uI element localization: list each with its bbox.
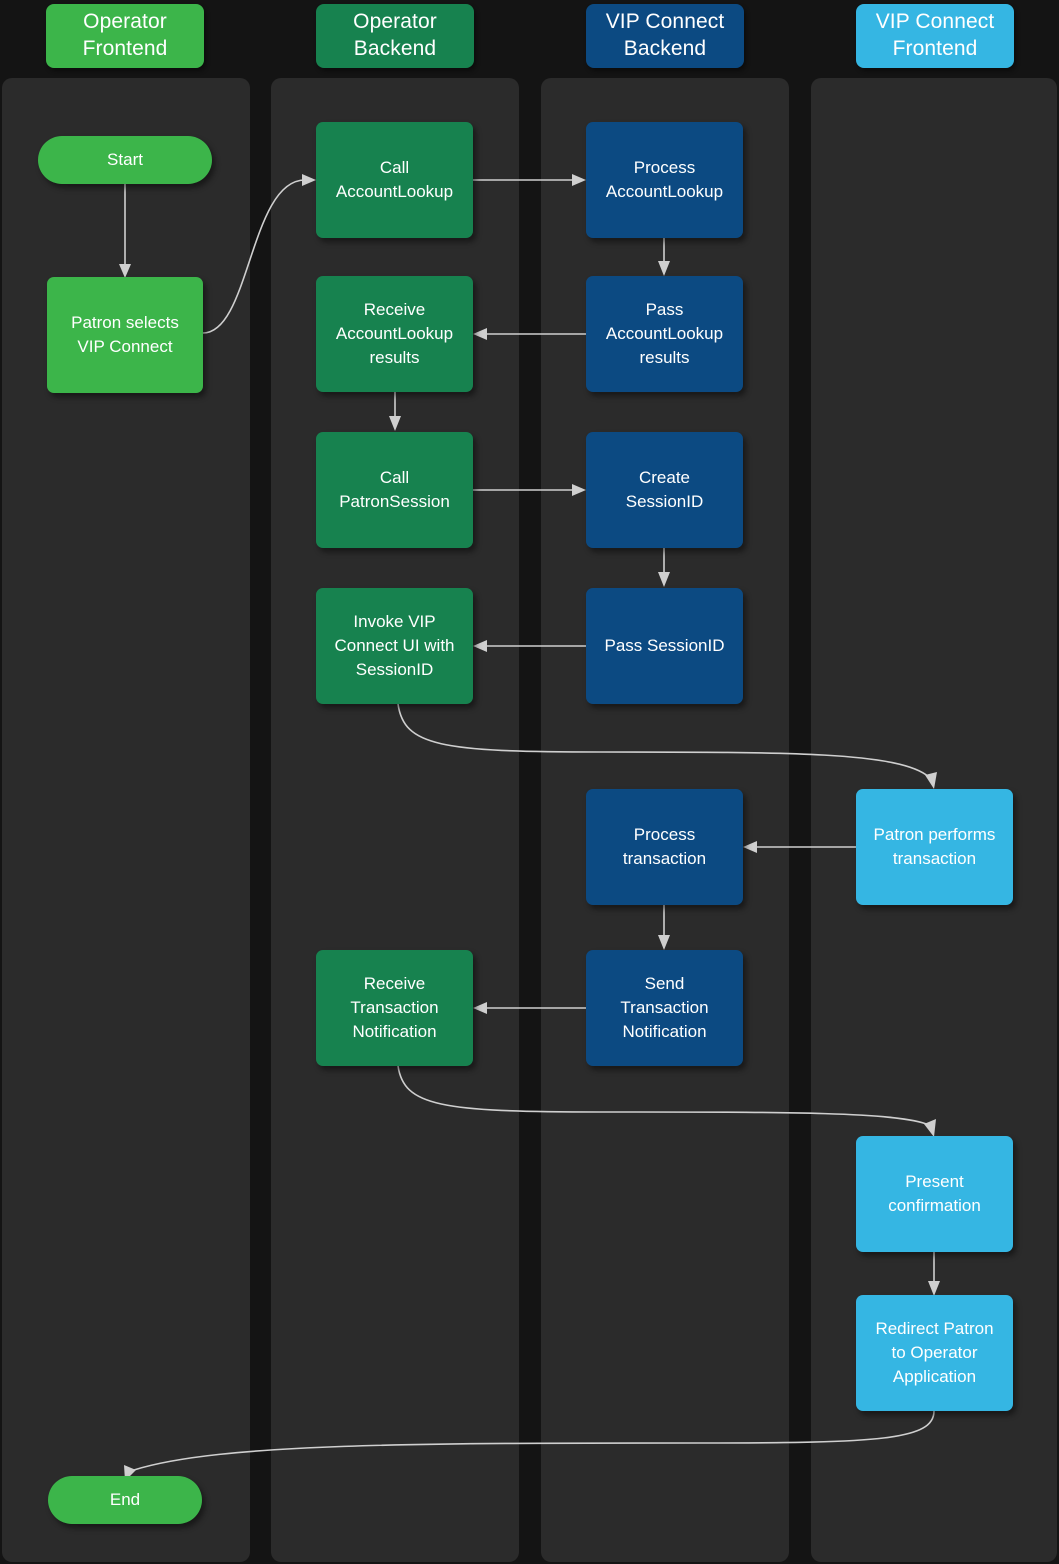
node-label-line3: Notification (352, 1022, 437, 1042)
node-label-line1: Receive (363, 973, 426, 993)
node-label-line1: Send (644, 973, 685, 993)
node-label-line1: Redirect Patron (875, 1318, 994, 1338)
lane-header-vip-connect-backend[interactable]: VIP Connect Backend (586, 4, 744, 68)
lane-header-line2: Backend (623, 37, 707, 60)
node-label-line3: Application (892, 1367, 977, 1387)
node-label-line1: Pass SessionID (604, 635, 725, 655)
lane-header-line1: Operator (83, 10, 167, 34)
lane-header-operator-backend[interactable]: Operator Backend (316, 4, 474, 68)
node-send-transaction-notification[interactable]: Send Transaction Notification (586, 950, 743, 1066)
node-label-line1: Call (379, 157, 410, 177)
node-receive-transaction-notification[interactable]: Receive Transaction Notification (316, 950, 473, 1066)
node-label-line3: results (369, 348, 420, 368)
node-label-line1: Receive (363, 299, 426, 319)
node-process-accountlookup[interactable]: Process AccountLookup (586, 122, 743, 238)
node-end[interactable]: End (48, 1476, 202, 1524)
lane-header-line1: Operator (353, 10, 437, 34)
lane-header-line1: VIP Connect (605, 10, 725, 34)
node-patron-performs-transaction[interactable]: Patron performs transaction (856, 789, 1013, 905)
node-label-line2: Transaction (350, 997, 439, 1017)
node-receive-accountlookup-results[interactable]: Receive AccountLookup results (316, 276, 473, 392)
node-label-line2: Transaction (620, 997, 709, 1017)
node-label-line2: VIP Connect (77, 337, 173, 356)
node-label-line1: Process (633, 824, 696, 844)
node-process-transaction[interactable]: Process transaction (586, 789, 743, 905)
lane-header-vip-connect-frontend[interactable]: VIP Connect Frontend (856, 4, 1014, 68)
node-label-line1: Present (905, 1171, 964, 1191)
node-label-line2: SessionID (625, 492, 704, 511)
lane-header-line2: Frontend (82, 37, 168, 60)
node-call-patronsession[interactable]: Call PatronSession (316, 432, 473, 548)
node-label-line3: Notification (622, 1022, 707, 1042)
node-label-line1: Patron performs (873, 824, 996, 844)
node-label-line1: Process (633, 157, 696, 177)
node-start[interactable]: Start (38, 136, 212, 184)
node-label-line1: Pass (645, 299, 684, 319)
node-label-line2: AccountLookup (335, 182, 454, 201)
lane-header-line2: Frontend (892, 37, 978, 60)
node-label-line1: Create (638, 467, 690, 487)
node-label-line2: AccountLookup (605, 323, 724, 343)
lane-header-line1: VIP Connect (875, 10, 995, 34)
node-label-line2: AccountLookup (335, 323, 454, 343)
node-label-line1: Invoke VIP (353, 611, 436, 631)
node-label-line1: Call (379, 467, 410, 487)
lane-header-line2: Backend (353, 37, 437, 60)
lane-header-operator-frontend[interactable]: Operator Frontend (46, 4, 204, 68)
node-label: Start (107, 149, 143, 169)
node-label-line2: AccountLookup (605, 182, 724, 201)
node-call-accountlookup[interactable]: Call AccountLookup (316, 122, 473, 238)
node-redirect-patron[interactable]: Redirect Patron to Operator Application (856, 1295, 1013, 1411)
node-label-line2: transaction (622, 849, 707, 868)
node-label-line2: confirmation (888, 1196, 981, 1215)
node-label-line3: results (639, 348, 690, 368)
node-pass-accountlookup-results[interactable]: Pass AccountLookup results (586, 276, 743, 392)
node-invoke-vip-connect-ui[interactable]: Invoke VIP Connect UI with SessionID (316, 588, 473, 704)
node-label-line1: Patron selects (71, 312, 179, 332)
node-label-line3: SessionID (355, 660, 434, 680)
node-present-confirmation[interactable]: Present confirmation (856, 1136, 1013, 1252)
node-label-line2: PatronSession (339, 492, 450, 511)
node-pass-sessionid[interactable]: Pass SessionID (586, 588, 743, 704)
node-label-line2: transaction (892, 849, 977, 868)
node-label-line2: Connect UI with (334, 635, 455, 655)
node-label: End (109, 1489, 141, 1509)
node-create-sessionid[interactable]: Create SessionID (586, 432, 743, 548)
node-label-line2: to Operator (891, 1342, 978, 1362)
node-patron-selects[interactable]: Patron selects VIP Connect (47, 277, 203, 393)
